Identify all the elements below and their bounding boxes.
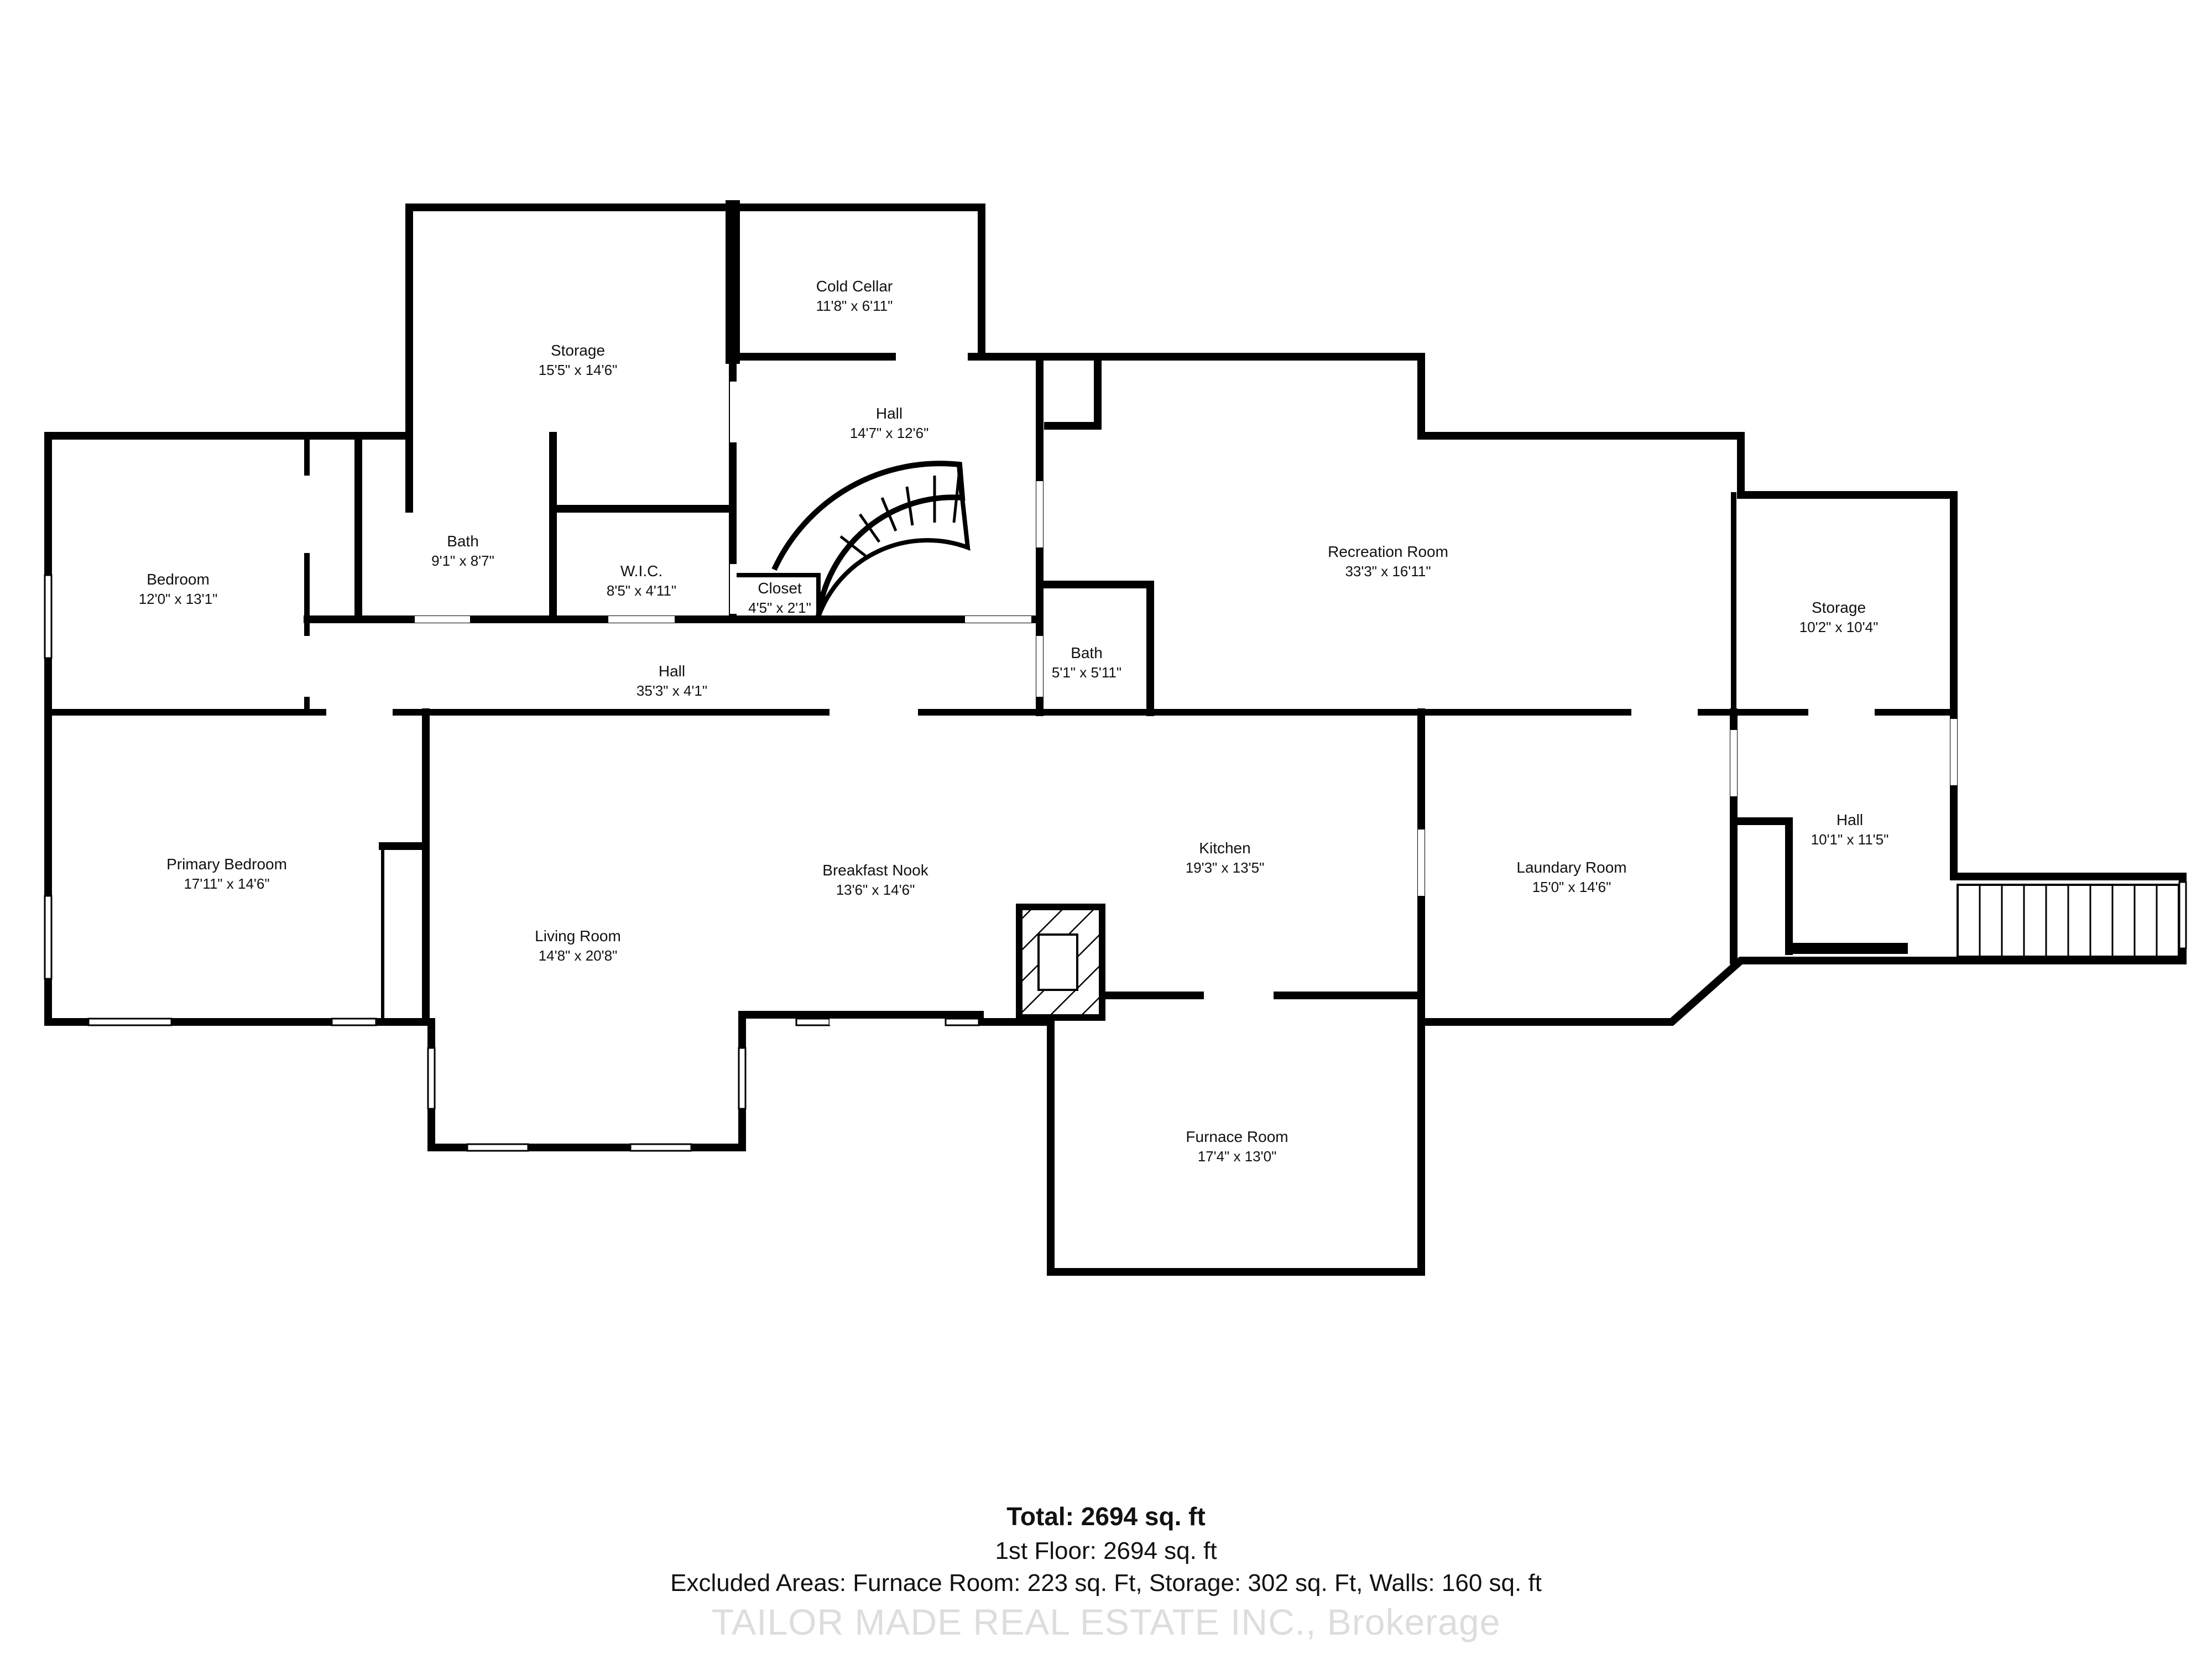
total-area: Total: 2694 sq. ft [1006, 1502, 1206, 1531]
primary-bedroom-name: Primary Bedroom [166, 855, 287, 873]
bath-upper-name: Bath [447, 533, 479, 550]
spiral-staircase [771, 461, 971, 618]
brokerage-watermark: TAILOR MADE REAL ESTATE INC., Brokerage [711, 1601, 1501, 1642]
primary-bedroom-dims: 17'11" x 14'6" [184, 875, 269, 892]
bedroom-dims: 12'0" x 13'1" [139, 591, 218, 607]
floor-area: 1st Floor: 2694 sq. ft [995, 1537, 1217, 1564]
bedroom-name: Bedroom [147, 571, 210, 588]
hall-stairs-name: Hall [876, 405, 902, 422]
closet-dims: 4'5" x 2'1" [748, 599, 811, 616]
openings [44, 574, 2187, 1152]
living-room-dims: 14'8" x 20'8" [539, 947, 618, 964]
hall-long-dims: 35'3" x 4'1" [637, 682, 707, 699]
walls [44, 200, 2187, 1276]
door-gaps [304, 353, 1957, 896]
storage-right-dims: 10'2" x 10'4" [1799, 619, 1879, 635]
furnace-room-dims: 17'4" x 13'0" [1198, 1148, 1277, 1165]
kitchen-name: Kitchen [1199, 839, 1250, 857]
living-room-name: Living Room [535, 927, 621, 945]
wic-dims: 8'5" x 4'11" [607, 582, 676, 599]
hall-right-dims: 10'1" x 11'5" [1811, 831, 1889, 848]
furnace-room-name: Furnace Room [1186, 1128, 1288, 1145]
closet-name: Closet [758, 580, 802, 597]
room-labels: Cold Cellar 11'8" x 6'11" Storage 15'5" … [139, 278, 1889, 1165]
wic-name: W.I.C. [620, 562, 662, 580]
hall-stairs-dims: 14'7" x 12'6" [850, 425, 929, 441]
breakfast-nook-name: Breakfast Nook [822, 862, 928, 879]
storage-top-name: Storage [551, 342, 605, 359]
bath-upper-dims: 9'1" x 8'7" [431, 552, 494, 569]
laundry-name: Laundary Room [1516, 859, 1626, 876]
recreation-name: Recreation Room [1328, 543, 1448, 560]
fireplace [1016, 904, 1105, 1021]
storage-right-name: Storage [1812, 599, 1866, 616]
cold-cellar-dims: 11'8" x 6'11" [816, 298, 893, 314]
excluded-areas: Excluded Areas: Furnace Room: 223 sq. Ft… [670, 1569, 1542, 1597]
storage-top-dims: 15'5" x 14'6" [539, 362, 618, 378]
hall-right-name: Hall [1837, 811, 1863, 828]
hall-long-name: Hall [659, 662, 685, 680]
kitchen-dims: 19'3" x 13'5" [1186, 859, 1265, 876]
bath-small-name: Bath [1071, 644, 1103, 661]
entry-stairs [1957, 884, 2180, 958]
bath-small-dims: 5'1" x 5'11" [1052, 664, 1121, 681]
laundry-dims: 15'0" x 14'6" [1532, 879, 1611, 895]
cold-cellar-name: Cold Cellar [816, 278, 893, 295]
recreation-dims: 33'3" x 16'11" [1345, 563, 1431, 580]
breakfast-nook-dims: 13'6" x 14'6" [836, 881, 915, 898]
